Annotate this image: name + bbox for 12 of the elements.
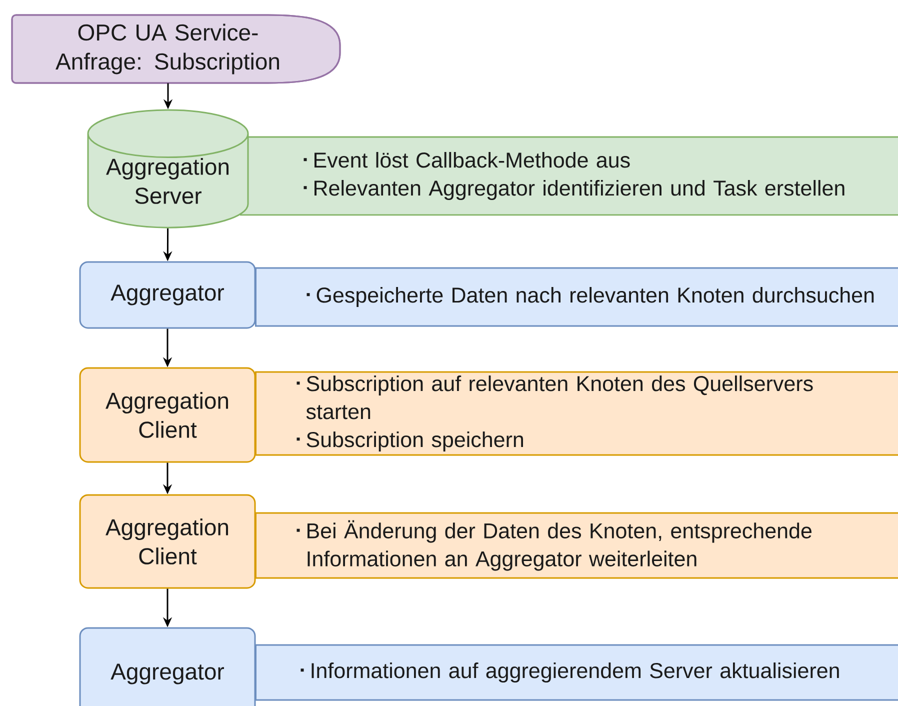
process-box: Aggregator (79, 627, 256, 706)
node-label: Event löst Callback-Methode aus (314, 152, 630, 168)
description-band: Informationen auf aggregierendem Server aktualisieren (255, 644, 898, 701)
description-band: Event löst Callback-Methode aus Relevanten Aggregator identifizieren und Task erstellen (240, 136, 898, 216)
description-band: Bei Änderung der Daten des Knoten, entsprechende Informationen an Aggregator weiterleiten (255, 512, 898, 579)
process-box: Aggregator (79, 261, 256, 329)
process-box: Aggregation Client (79, 494, 256, 589)
node-label: Relevanten Aggregator identifizieren und Task erstellen (314, 180, 844, 200)
database-cylinder: Aggregation Server (87, 109, 249, 228)
description-band: Subscription auf relevanten Knoten des Quellservers starten Subscription speichern (255, 371, 898, 456)
description-band: Gespeicherte Daten nach relevanten Knoten durchsuchen (255, 267, 898, 327)
process-box: Aggregation Client (79, 367, 256, 463)
